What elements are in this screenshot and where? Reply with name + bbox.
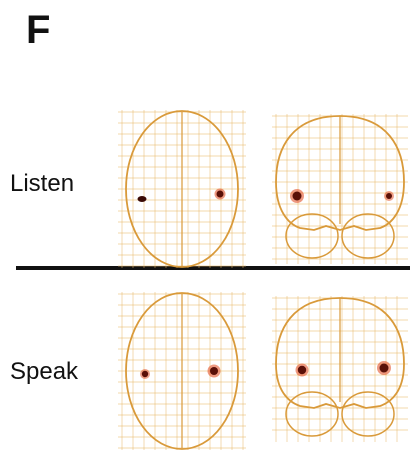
brain-outline: [125, 110, 239, 268]
brain-outline: [275, 297, 405, 409]
coronal-brain-icon: [272, 296, 408, 442]
activation-blob-left: [137, 196, 147, 202]
coronal-brain-icon: [272, 114, 408, 264]
activation-blob-left: [297, 365, 307, 375]
panel-letter: F: [26, 8, 51, 52]
activation-blob-right: [379, 363, 389, 373]
activation-blob-right: [216, 190, 224, 198]
activation-blob-left: [141, 370, 149, 378]
brain-outline: [275, 115, 405, 231]
row-divider: [16, 266, 410, 270]
axial-brain-icon: [118, 110, 246, 268]
cerebellum-right: [341, 391, 395, 437]
cerebellum-right: [341, 213, 395, 259]
cerebellum-left: [285, 213, 339, 259]
activation-blob-right: [386, 193, 392, 199]
row-label-listen: Listen: [10, 170, 75, 197]
activation-blob-right: [210, 367, 218, 375]
cerebellum-left: [285, 391, 339, 437]
row-label-speak: Speak: [10, 358, 79, 385]
activation-blob-left: [292, 191, 302, 201]
axial-brain-icon: [118, 292, 246, 450]
